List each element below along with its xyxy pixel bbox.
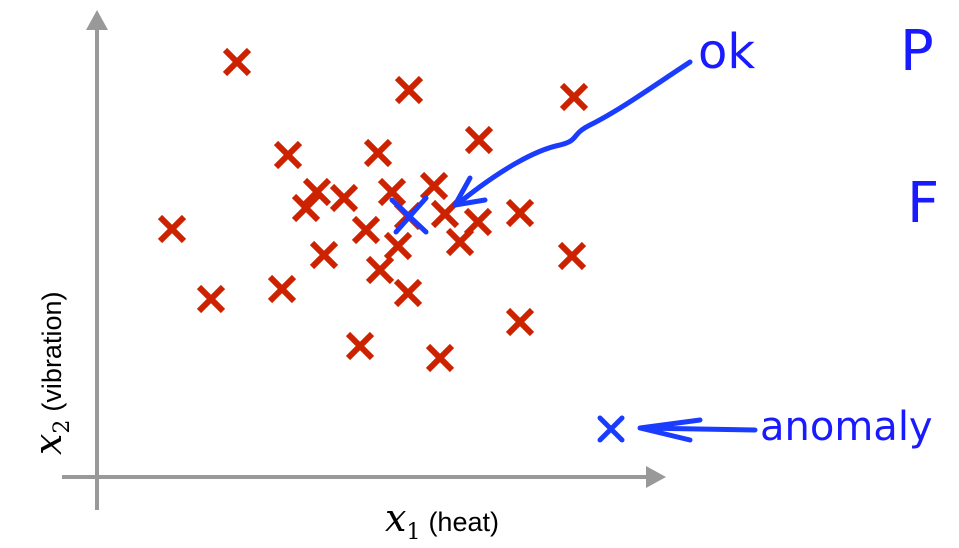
data-point — [345, 331, 375, 361]
data-point — [425, 343, 455, 373]
data-point — [196, 284, 226, 314]
x-axis-unit: (heat) — [428, 507, 499, 537]
data-point — [365, 255, 395, 285]
x-axis-arrowhead — [646, 466, 666, 488]
data-point — [464, 125, 494, 155]
x-axis-var: x — [385, 496, 407, 540]
center-mark — [389, 195, 429, 235]
anomaly-annotation: anomaly — [597, 404, 933, 450]
ok-annotation: ok — [452, 24, 755, 208]
data-point — [222, 47, 252, 77]
data-point — [445, 227, 475, 257]
x-axis-label: x1 (heat) — [385, 496, 499, 545]
edge-glyph-1: P — [900, 19, 934, 84]
axes — [62, 10, 666, 510]
anomaly-point-mark — [597, 415, 625, 443]
ok-label: ok — [698, 24, 755, 80]
anomaly-label: anomaly — [760, 404, 933, 450]
data-point — [557, 241, 587, 271]
y-axis-unit: (vibration) — [37, 291, 67, 412]
data-point — [363, 138, 393, 168]
data-point — [309, 240, 339, 270]
data-point — [559, 82, 589, 112]
ok-pointer-line — [457, 59, 693, 205]
data-point — [383, 231, 413, 261]
data-point — [505, 198, 535, 228]
data-point — [267, 274, 297, 304]
anomaly-arrow — [637, 417, 758, 443]
data-point — [302, 177, 332, 207]
data-point — [329, 183, 359, 213]
edge-glyph-2: F — [907, 171, 939, 236]
data-point — [394, 75, 424, 105]
ok-pointer-head — [452, 175, 488, 208]
data-points — [157, 47, 589, 373]
x-axis-sub: 1 — [406, 520, 421, 545]
y-axis-arrowhead — [86, 10, 108, 30]
contours — [154, 39, 700, 383]
y-axis-var: x — [26, 433, 70, 455]
data-point — [291, 193, 321, 223]
data-point — [419, 171, 449, 201]
data-point — [351, 215, 381, 245]
data-point — [273, 140, 303, 170]
data-point — [377, 177, 407, 207]
data-point — [505, 307, 535, 337]
data-point — [393, 278, 423, 308]
y-axis-sub: 2 — [50, 419, 75, 434]
contour-outer — [154, 39, 700, 383]
y-axis-label: x2 (vibration) — [26, 291, 75, 455]
data-point — [157, 214, 187, 244]
